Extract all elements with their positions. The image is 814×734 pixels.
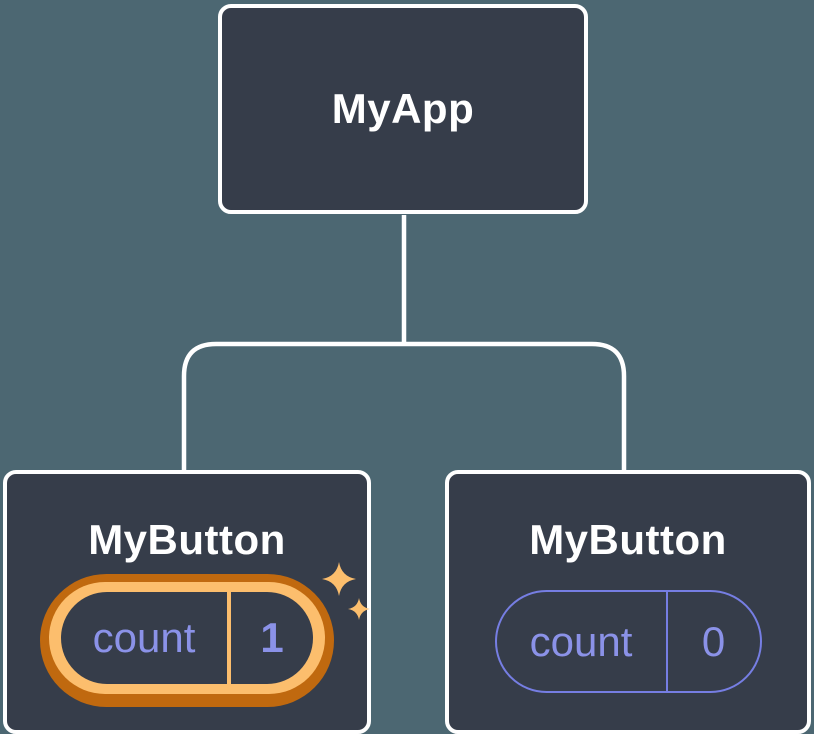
- sparkles-icon: [322, 562, 370, 620]
- state-pill: count 0: [494, 590, 762, 693]
- state-key-label: count: [529, 617, 633, 665]
- tree-node-child-left: MyButton count 1: [3, 470, 371, 734]
- state-pill-body: count 1: [61, 592, 313, 684]
- child-node-label: MyButton: [88, 516, 286, 563]
- pill-divider: [665, 592, 668, 691]
- tree-node-child-right: MyButton count 0: [445, 470, 811, 734]
- highlight-ring-inner: count 1: [49, 582, 325, 694]
- state-key-label: count: [92, 614, 196, 661]
- tree-node-root: MyApp: [218, 4, 588, 214]
- root-node-label: MyApp: [331, 85, 475, 132]
- state-value: 0: [701, 617, 726, 665]
- state-value: 1: [260, 614, 284, 661]
- pill-divider: [227, 592, 231, 684]
- highlight-ring-outer: count 1: [40, 574, 334, 707]
- state-pill-highlighted: count 1: [40, 562, 370, 707]
- child-node-label: MyButton: [529, 516, 727, 563]
